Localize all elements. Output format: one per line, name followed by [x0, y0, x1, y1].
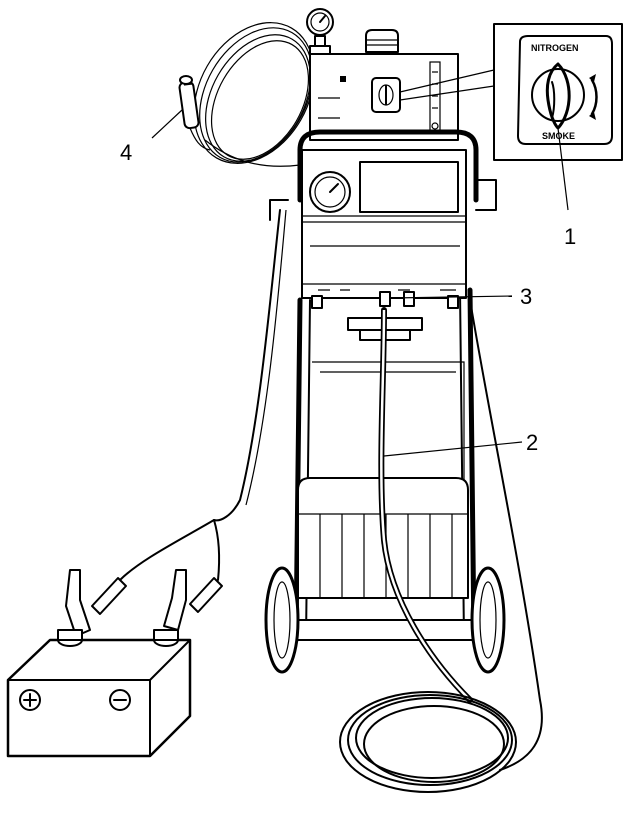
callout-2-leader — [383, 441, 523, 457]
main-smoke-unit — [301, 149, 467, 309]
detail-pointer-line — [399, 85, 495, 101]
detail-pointer-line — [399, 69, 495, 93]
battery-clamps — [65, 569, 223, 637]
battery-cable — [119, 209, 287, 581]
upper-control-box — [306, 8, 459, 141]
cart-wheels — [264, 566, 506, 674]
cart-frame — [269, 129, 497, 643]
selector-nitrogen-label: NITROGEN — [531, 43, 579, 53]
callout-3: 3 — [520, 284, 532, 309]
selector-detail-inset: NITROGEN SMOKE — [493, 23, 623, 211]
callout-3-leader — [391, 295, 513, 299]
smoke-supply-hose — [339, 299, 543, 793]
callout-4-leader — [151, 109, 183, 139]
smoke-nozzle-tool — [178, 75, 211, 151]
callout-1: 1 — [564, 224, 576, 249]
callout-4: 4 — [120, 140, 132, 165]
callout-2: 2 — [526, 430, 538, 455]
car-battery: ⊕ ⊖ — [6, 629, 192, 758]
coiled-power-cable — [193, 22, 315, 167]
